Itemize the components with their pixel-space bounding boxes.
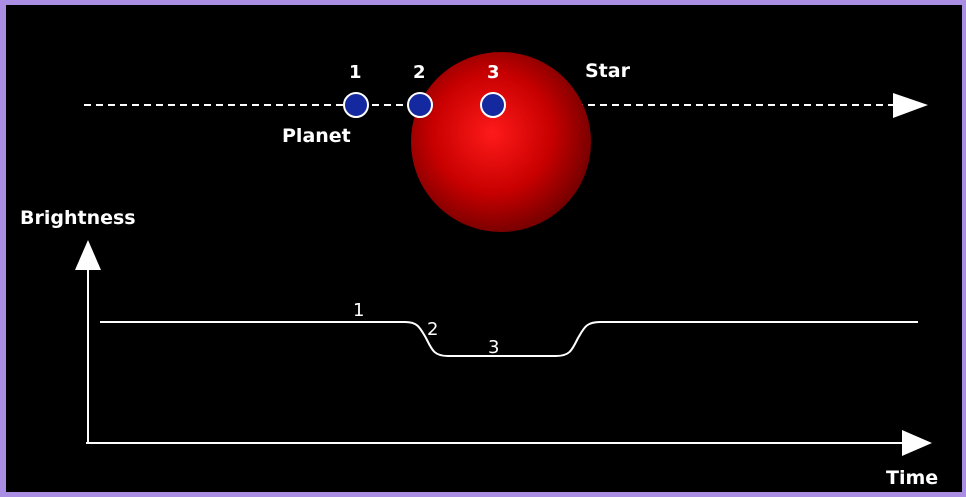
planet-label: Planet: [282, 125, 351, 147]
curve-label-1: 1: [353, 300, 364, 321]
diagram-canvas: Star 1 2 3 Planet Brightness Time 1 2 3: [6, 5, 962, 492]
x-axis-label: Time: [886, 467, 938, 489]
position-number-2: 2: [413, 62, 426, 83]
position-number-1: 1: [349, 62, 362, 83]
planet-position-3: [480, 92, 506, 118]
orbit-arrow-icon: [893, 93, 928, 118]
x-axis-arrow-icon: [902, 430, 932, 456]
light-curve: [100, 321, 918, 357]
y-axis-label: Brightness: [20, 207, 136, 229]
star-label: Star: [585, 60, 631, 82]
planet-position-2: [407, 92, 433, 118]
position-number-3: 3: [487, 62, 500, 83]
planet-position-1: [343, 92, 369, 118]
star: [411, 52, 591, 232]
y-axis-arrow-icon: [75, 240, 101, 270]
curve-label-2: 2: [427, 319, 438, 340]
curve-label-3: 3: [488, 337, 499, 358]
